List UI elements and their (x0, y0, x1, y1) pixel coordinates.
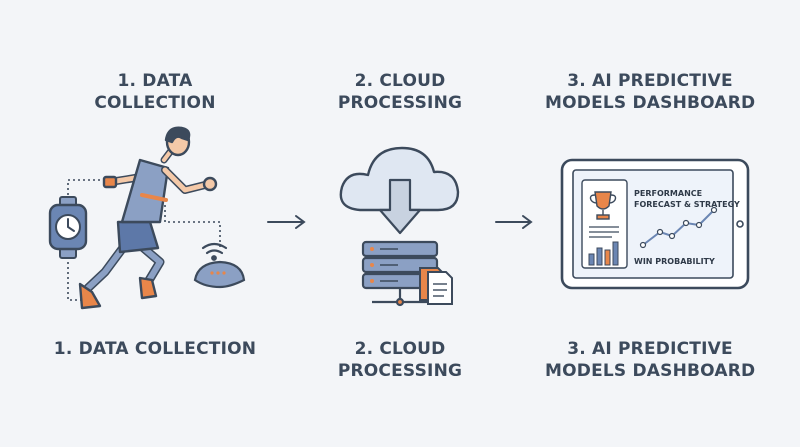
step1-title-top: 1. DATA COLLECTION (75, 70, 235, 114)
trophy-icon (589, 191, 617, 220)
wearable-sensor-icon (193, 242, 246, 289)
step3-title-bottom-line2: MODELS DASHBOARD (545, 361, 756, 381)
win-probability-line-chart (639, 206, 718, 249)
step2-title-bottom-line1: 2. CLOUD (354, 339, 446, 359)
step1-title-bottom: 1. DATA COLLECTION (40, 338, 270, 360)
arrow-right-icon (267, 215, 306, 229)
step2-title-top: 2. CLOUD PROCESSING (315, 70, 485, 114)
server-icon (361, 240, 439, 307)
step2-title-top-line1: 2. CLOUD (354, 71, 446, 91)
download-arrow-icon (378, 178, 422, 235)
step3-title-bottom: 3. AI PREDICTIVE MODELS DASHBOARD (545, 338, 755, 382)
sensor-connectors (67, 179, 221, 301)
forecast-label-line2: FORECAST & STRATEGY (634, 200, 740, 209)
step1-title-bottom-line1: 1. DATA COLLECTION (53, 339, 257, 359)
step3-title-bottom-line1: 3. AI PREDICTIVE (567, 339, 733, 359)
smartwatch-icon (48, 196, 88, 259)
step2-title-top-line2: PROCESSING (337, 93, 463, 113)
forecast-label-line1: PERFORMANCE (634, 189, 702, 198)
step2-title-bottom: 2. CLOUD PROCESSING (315, 338, 485, 382)
mini-bar-chart (588, 241, 619, 266)
step1-title-top-line1: 1. DATA (117, 71, 193, 91)
win-probability-label: WIN PROBABILITY (634, 257, 715, 266)
runner-icon (78, 126, 218, 310)
tablet-dashboard-icon: PERFORMANCE FORECAST & STRATEGY WIN PROB… (560, 158, 750, 290)
document-icon (419, 267, 453, 305)
step3-title-top-line2: MODELS DASHBOARD (545, 93, 756, 113)
step3-title-top: 3. AI PREDICTIVE MODELS DASHBOARD (545, 70, 755, 114)
step3-title-top-line1: 3. AI PREDICTIVE (567, 71, 733, 91)
step1-title-top-line2: COLLECTION (94, 93, 216, 113)
arrow-right-icon (495, 215, 533, 229)
step2-title-bottom-line2: PROCESSING (337, 361, 463, 381)
